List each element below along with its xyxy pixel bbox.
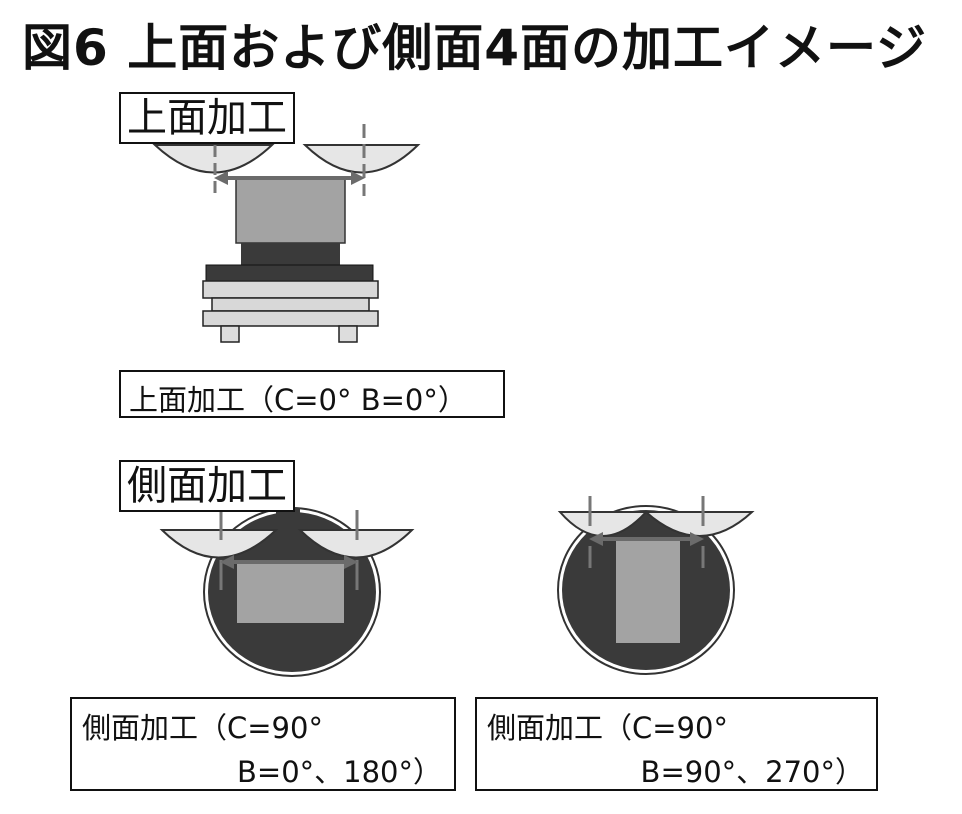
base-plate — [202, 280, 379, 299]
workpiece — [616, 540, 680, 643]
caption-line-2: B=90°、270°） — [640, 755, 864, 789]
caption-line-1: 側面加工（C=90° — [82, 711, 323, 745]
top-machining-illustration — [152, 124, 421, 343]
left-tool — [159, 529, 279, 559]
figure-title: 図6 上面および側面4面の加工イメージ — [22, 19, 927, 77]
nub — [276, 508, 300, 538]
bolt — [338, 325, 358, 343]
right-tool — [643, 511, 755, 537]
base-plate-dark — [205, 264, 374, 282]
caption-line-1: 側面加工（C=90° — [487, 711, 728, 745]
bolt — [220, 325, 240, 343]
side-caption-2: 側面加工（C=90° B=90°、270°） — [475, 697, 878, 791]
base-plate — [211, 297, 370, 312]
holder-block — [241, 243, 340, 265]
base-plate — [202, 310, 379, 327]
workpiece — [235, 177, 346, 244]
caption-line-2: B=0°、180°） — [237, 755, 442, 789]
left-tool — [152, 144, 275, 174]
side-machining-label: 側面加工 — [119, 460, 295, 512]
right-tool — [302, 144, 421, 174]
top-machining-label: 上面加工 — [119, 92, 295, 144]
right-tool — [297, 529, 415, 559]
top-machining-caption: 上面加工（C=0° B=0°） — [119, 370, 505, 418]
workpiece — [237, 563, 344, 623]
side-machining-illustration-2 — [557, 496, 755, 675]
side-caption-1: 側面加工（C=90° B=0°、180°） — [70, 697, 456, 791]
side-machining-illustration-1 — [159, 507, 415, 677]
left-tool — [557, 511, 649, 537]
